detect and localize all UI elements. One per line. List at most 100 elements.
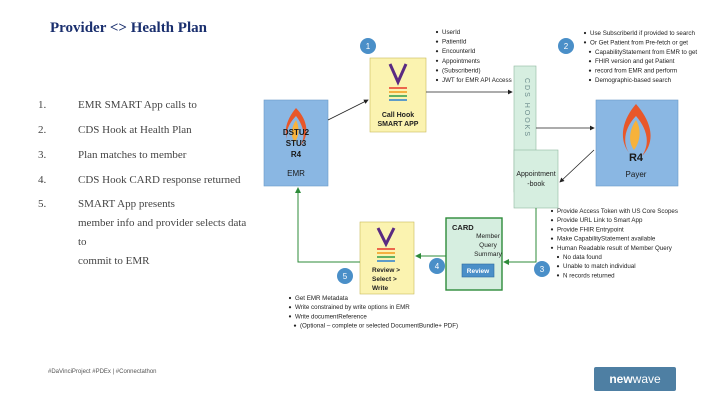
smart-logo-icon <box>388 63 408 101</box>
footer-hashtags: #DaVinciProject #PDEx | #Connectathon <box>48 369 157 375</box>
review-button-label: Review <box>467 268 490 275</box>
step-number: 4. <box>38 174 47 186</box>
svg-text:4: 4 <box>435 262 440 271</box>
bullet-text: Make CapabilityStatement available <box>557 236 656 243</box>
step-badge: 2 <box>558 38 574 54</box>
bullet-dot <box>550 237 554 240</box>
bullet-text: record from EMR and perform <box>595 68 677 75</box>
bullet-dot <box>588 60 592 63</box>
appointment-label: Appointment <box>516 171 555 178</box>
emr-version: R4 <box>291 150 302 159</box>
bullet-dot <box>550 209 554 213</box>
bullet-dot <box>550 228 554 231</box>
bullet-text: FHIR version and get Patient <box>595 58 675 65</box>
step-badge: 4 <box>429 258 445 274</box>
step-item: 1. EMR SMART App calls to <box>38 98 197 112</box>
step-text: to <box>78 236 87 248</box>
bullet-text: JWT for EMR API Access <box>442 77 512 84</box>
step-text: CDS Hook at Health Plan <box>78 124 192 136</box>
card-text: Summary <box>474 251 503 258</box>
bullet-dot <box>556 255 560 259</box>
bullet-dot <box>550 219 554 222</box>
card-box <box>445 217 503 291</box>
bullet-text: (Optional – complete or selected Documen… <box>300 323 458 330</box>
bullet-dot <box>550 246 554 249</box>
bullet-text: Write documentReference <box>295 313 367 320</box>
svg-text:1: 1 <box>366 42 371 51</box>
bullet-dot <box>435 69 439 72</box>
svg-text:3: 3 <box>540 265 545 274</box>
emr-version: STU3 <box>286 139 307 148</box>
bullet-text: Write constrained by write options in EM… <box>295 304 410 311</box>
bullet-dot <box>588 69 592 72</box>
step-number: 2. <box>38 124 47 136</box>
step-item: 5. SMART App presents member info and pr… <box>38 197 246 273</box>
fhir-flame-icon <box>622 104 651 156</box>
smart-app-box <box>359 221 415 295</box>
emr-version: DSTU2 <box>283 128 310 137</box>
bullet-dot <box>556 265 560 268</box>
bullet-dot <box>435 78 439 82</box>
payer-label: Payer <box>626 170 647 179</box>
callhook-box <box>369 57 427 133</box>
bullet-text: Demographic-based search <box>595 77 672 84</box>
step-text: CDS Hook CARD response returned <box>78 174 241 186</box>
smart-app-label: Review > <box>372 267 400 274</box>
cds-hooks-label: CDS HOOKS <box>523 78 530 138</box>
bullet-text: No data found <box>563 254 602 261</box>
card-text: Query <box>479 242 497 249</box>
step-item: 3. Plan matches to member <box>38 148 186 162</box>
page-title: Provider <> Health Plan <box>50 20 207 36</box>
bullet-dot <box>435 59 439 62</box>
bullet-text: Provide FHIR Entrypoint <box>557 226 624 233</box>
bullet-dot <box>583 41 587 44</box>
bullet-list-3: Provide Access Token with US Core Scopes… <box>550 208 678 279</box>
step-item: 2. CDS Hook at Health Plan <box>38 123 192 137</box>
bullet-list-2: Use SubscriberId if provided to searchOr… <box>583 30 697 84</box>
bullet-text: EncounterId <box>442 48 476 55</box>
appointment-label: -book <box>527 181 545 188</box>
smart-app-label: Write <box>372 285 389 292</box>
bullet-dot <box>583 31 587 35</box>
step-text: EMR SMART App calls to <box>78 99 197 111</box>
bullet-dot <box>288 306 292 309</box>
bullet-dot <box>556 274 560 277</box>
step-badge: 5 <box>337 268 353 284</box>
bullet-dot <box>435 40 439 43</box>
step-number: 1. <box>38 99 47 111</box>
callhook-label: SMART APP <box>378 121 419 128</box>
step-number: 5. <box>38 198 47 210</box>
bullet-text: Appointments <box>442 58 480 65</box>
bullet-dot <box>435 50 439 53</box>
step-text: SMART App presents <box>78 198 175 210</box>
bullet-text: PatientId <box>442 39 467 46</box>
bullet-dot <box>293 324 297 327</box>
newwave-logo: newwave <box>594 367 676 391</box>
review-button[interactable] <box>461 263 495 278</box>
bullet-text: Provide Access Token with US Core Scopes <box>557 208 678 215</box>
bullet-dot <box>288 296 292 300</box>
step-item: 4. CDS Hook CARD response returned <box>38 173 241 187</box>
step-number: 3. <box>38 149 47 161</box>
bullet-text: (Subscriberid) <box>442 67 481 74</box>
bullet-text: Or Get Patient from Pre-fetch or get <box>590 39 688 46</box>
step-text: commit to EMR <box>78 255 150 267</box>
svg-text:2: 2 <box>564 42 569 51</box>
smart-logo-icon <box>376 227 396 262</box>
bullet-text: Get EMR Metadata <box>295 295 349 302</box>
step-text: Plan matches to member <box>78 149 187 161</box>
step-text: member info and provider selects data <box>78 217 247 229</box>
card-title: CARD <box>452 223 474 232</box>
bullet-text: UserId <box>442 29 461 36</box>
bullet-dot <box>588 50 592 53</box>
bullet-text: Use SubscriberId if provided to search <box>590 30 695 37</box>
appointment-box <box>513 149 559 209</box>
step-badge: 3 <box>534 261 550 277</box>
bullet-dot <box>288 315 292 318</box>
svg-text:5: 5 <box>343 272 348 281</box>
bullet-dot <box>588 78 592 82</box>
bullet-text: Unable to match individual <box>563 263 636 270</box>
